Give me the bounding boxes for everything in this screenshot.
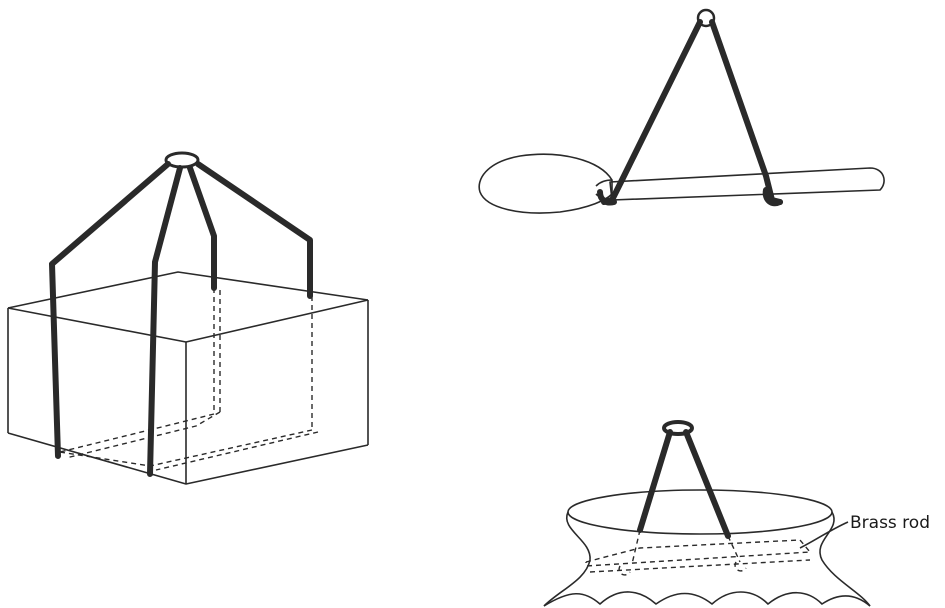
- jar-holder-illustration: Brass rod: [544, 422, 930, 606]
- brass-rod: [586, 540, 810, 575]
- wire-legs: [52, 164, 310, 474]
- hidden-wire-paths: [60, 288, 318, 470]
- jar: [544, 490, 870, 606]
- brass-rod-leader-line: [800, 522, 848, 548]
- spoon: [479, 154, 884, 213]
- spoon-holder-illustration: [479, 10, 884, 213]
- spoon-wires: [600, 22, 780, 203]
- brass-rod-label: Brass rod: [850, 513, 930, 533]
- box-holder-illustration: [8, 153, 368, 484]
